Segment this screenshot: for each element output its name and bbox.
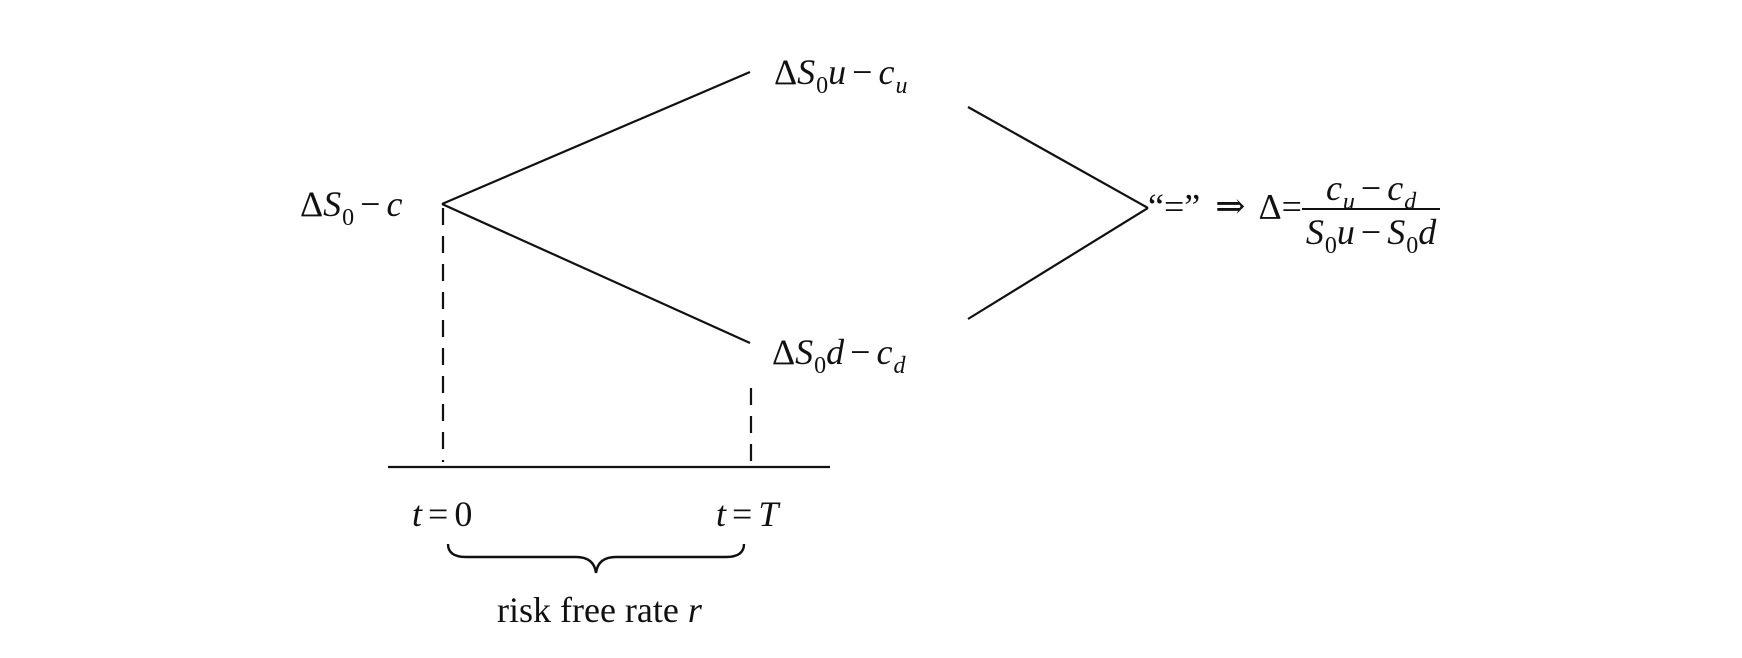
- rate-text: risk free rate: [497, 590, 679, 630]
- option-subscript: d: [1404, 189, 1417, 215]
- up-node-label: ΔS0u−cu: [774, 52, 907, 98]
- risk-free-rate-label: risk free rate r: [497, 592, 702, 628]
- minus-sign: −: [1360, 212, 1382, 252]
- time-value: 0: [454, 494, 473, 534]
- time-symbol: t: [412, 494, 423, 534]
- down-node-label: ΔS0d−cd: [772, 332, 905, 378]
- time-value: T: [758, 494, 779, 534]
- minus-sign: −: [850, 332, 871, 372]
- rate-symbol: r: [687, 590, 702, 630]
- equals-sign: =: [428, 494, 449, 534]
- down-branch: [441, 202, 751, 345]
- stock-symbol: S: [797, 52, 816, 92]
- option-symbol: c: [876, 332, 893, 372]
- option-symbol: c: [1387, 168, 1404, 208]
- stock-subscript: 0: [814, 353, 827, 379]
- option-symbol: c: [386, 184, 403, 224]
- option-symbol: c: [1325, 168, 1342, 208]
- implies-arrow: ⇒: [1215, 186, 1246, 227]
- option-subscript: d: [893, 353, 906, 379]
- stock-symbol: S: [795, 332, 814, 372]
- time-symbol: t: [716, 494, 727, 534]
- t0-label: t=0: [412, 496, 472, 532]
- stock-symbol: S: [1387, 212, 1406, 252]
- delta-symbol: Δ: [774, 52, 798, 92]
- delta-symbol: Δ: [300, 184, 324, 224]
- stock-symbol: S: [323, 184, 342, 224]
- up-factor: u: [828, 52, 847, 92]
- minus-sign: −: [852, 52, 873, 92]
- up-branch: [441, 70, 751, 206]
- quoted-equals: “=”: [1148, 186, 1201, 227]
- stock-subscript: 0: [342, 205, 355, 231]
- down-factor: d: [1418, 212, 1437, 252]
- option-subscript: u: [1342, 189, 1355, 215]
- converge-lower-line: [967, 207, 1149, 320]
- option-symbol: c: [878, 52, 895, 92]
- minus-sign: −: [360, 184, 381, 224]
- rate-curly-brace: [446, 543, 746, 574]
- converge-upper-line: [967, 106, 1149, 209]
- down-factor: d: [826, 332, 845, 372]
- delta-fraction: cu−cd S0u−S0d: [1301, 168, 1441, 258]
- equals-sign: =: [732, 494, 753, 534]
- root-node-label: ΔS0−c: [300, 184, 403, 230]
- option-subscript: u: [895, 73, 908, 99]
- stock-symbol: S: [1305, 212, 1324, 252]
- fraction-denominator: S0u−S0d: [1302, 210, 1440, 258]
- stock-subscript: 0: [1324, 233, 1337, 259]
- delta-symbol: Δ: [1258, 186, 1282, 227]
- delta-formula: “=” ⇒ Δ= cu−cd S0u−S0d: [1148, 168, 1441, 258]
- minus-sign: −: [1360, 168, 1382, 208]
- stock-subscript: 0: [1406, 233, 1419, 259]
- stock-subscript: 0: [816, 73, 829, 99]
- fraction-numerator: cu−cd: [1301, 168, 1441, 214]
- tT-label: t=T: [716, 496, 778, 532]
- delta-symbol: Δ: [772, 332, 796, 372]
- up-factor: u: [1336, 212, 1355, 252]
- equals-sign: =: [1281, 186, 1302, 227]
